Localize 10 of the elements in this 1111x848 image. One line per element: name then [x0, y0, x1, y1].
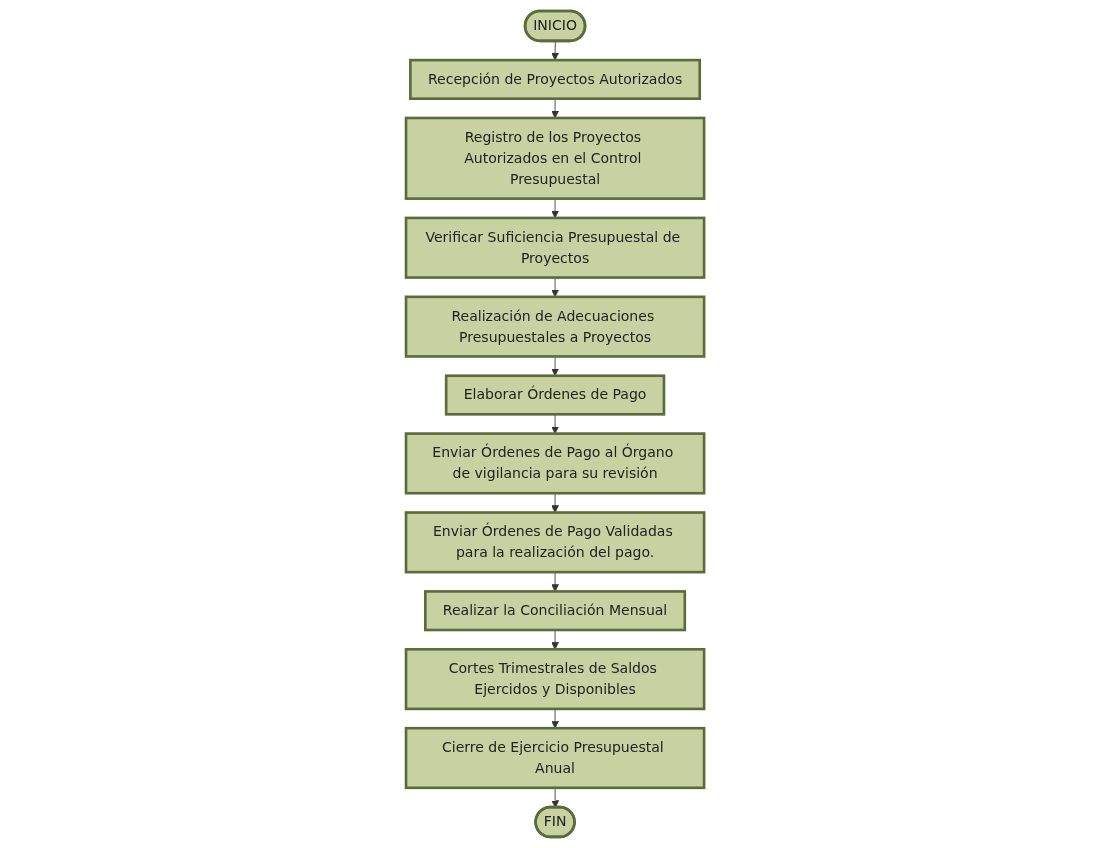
node-box: Cortes Trimestrales de Saldos Ejercidos y Disponibles: [405, 648, 706, 711]
node-box: Recepción de Proyectos Autorizados: [409, 58, 702, 101]
node-box: Registro de los Proyectos Autorizados en el Control Presupuestal: [405, 116, 706, 200]
node-box: Realizar la Conciliación Mensual: [424, 590, 687, 632]
node-box: Cierre de Ejercicio Presupuestal Anual: [405, 726, 706, 790]
node-box: Elaborar Órdenes de Pago: [445, 374, 666, 416]
node-box: Enviar Órdenes de Pago Validadas para la realización del pago.: [405, 511, 706, 574]
node-box: Verificar Suficiencia Presupuestal de Proyectos: [405, 216, 706, 279]
node-box: Enviar Órdenes de Pago al Órgano de vigilancia para su revisión: [405, 432, 706, 495]
node-box: Realización de Adecuaciones Presupuestales a Proyectos: [405, 295, 706, 358]
